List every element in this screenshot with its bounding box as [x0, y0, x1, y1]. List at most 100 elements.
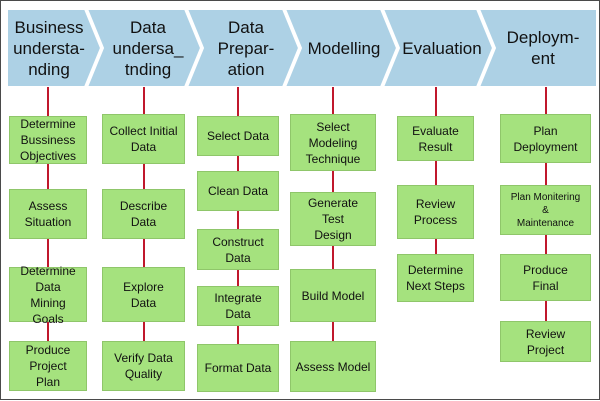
- task-label-line: Clean Data: [207, 184, 269, 198]
- task-label-line: Select Data: [206, 129, 270, 143]
- phase-title-line: ent: [531, 49, 555, 68]
- phase-title-line: Prepar-: [217, 38, 275, 58]
- task-label-line: Objectives: [19, 149, 77, 163]
- phase-title-line: ation: [227, 59, 265, 79]
- task-label-line: Modeling: [308, 135, 358, 150]
- task-box-clean-data: Clean Data: [197, 171, 279, 211]
- task-label-line: Determine: [20, 263, 76, 278]
- task-label-line: &: [542, 204, 549, 216]
- task-label-line: Deployment: [513, 139, 578, 154]
- phase-title-line: Data: [228, 17, 264, 37]
- phase-title-line: nding: [28, 59, 70, 79]
- phase-title-line: Evaluation: [402, 38, 482, 58]
- task-box-assess-model: Assess Model: [290, 341, 376, 392]
- phase-chevron-deploym-ent: [477, 8, 598, 88]
- task-box-build-model: Build Model: [290, 269, 376, 322]
- task-box-plan-monitering-maintenance: Plan Monitering&Maintenance: [500, 185, 591, 235]
- task-label-line: Project: [29, 359, 67, 373]
- task-label-line: Data: [130, 215, 157, 229]
- phase-connector-line: [435, 87, 437, 254]
- task-box-select-data: Select Data: [197, 116, 279, 156]
- phase-chevron-data-prepar-ation: [185, 8, 301, 88]
- task-label-line: Plan: [35, 375, 60, 389]
- task-label-line: Process: [413, 213, 458, 227]
- phase-title-line: tnding: [124, 59, 172, 79]
- task-label-line: Verify Data: [114, 351, 173, 365]
- task-label-line: Bussiness: [20, 133, 76, 147]
- task-label-line: Mining Goals: [30, 295, 66, 326]
- task-label-line: Review: [525, 326, 566, 341]
- task-label-line: Plan: [533, 123, 558, 138]
- phase-title-deploym-ent: Deploym-ent: [495, 9, 591, 87]
- task-label-line: Maintenance: [516, 217, 575, 229]
- phase-title-line: Business: [14, 17, 84, 37]
- phase-chevron-evaluation: [381, 8, 495, 88]
- task-box-format-data: Format Data: [197, 344, 279, 392]
- task-label-line: Project: [526, 342, 565, 357]
- task-label-line: Data: [225, 307, 251, 321]
- task-label-line: Evaluate: [412, 123, 459, 138]
- task-label-line: Design: [314, 228, 352, 242]
- task-label-line: Generate: [307, 196, 359, 210]
- task-label-line: Construct: [212, 234, 264, 249]
- phase-title-line: Deploym-: [506, 28, 580, 47]
- task-label-line: Build Model: [301, 288, 365, 303]
- task-label-line: Describe: [119, 199, 168, 213]
- task-label-line: Collect Initial: [109, 124, 178, 138]
- task-label-line: Explore: [123, 279, 164, 294]
- phase-connector-line: [237, 87, 239, 344]
- phase-title-line: Data: [130, 17, 166, 37]
- task-label-line: Produce: [523, 262, 568, 277]
- phase-title-line: undersa_: [112, 38, 184, 58]
- task-label-line: Situation: [24, 215, 72, 229]
- phase-chevron-data-undersa-tnding: [85, 8, 203, 88]
- task-label-line: Assess Model: [295, 359, 371, 374]
- task-label-line: Select: [316, 119, 350, 134]
- task-label-line: Plan Monitering: [510, 191, 581, 203]
- phase-chevron-business-understa-nding: [6, 8, 103, 88]
- task-label-line: Quality: [124, 367, 163, 381]
- phase-title-line: understa-: [13, 38, 85, 58]
- phase-chevron-modelling: [283, 8, 399, 88]
- task-label-line: Determine: [407, 263, 464, 277]
- task-label-line: Data: [225, 250, 251, 265]
- task-label-line: Technique: [305, 151, 361, 166]
- task-label-line: Assess: [28, 199, 68, 213]
- task-label-line: Integrate: [214, 291, 262, 305]
- task-label-line: Result: [418, 139, 453, 154]
- task-label-line: Produce: [25, 343, 71, 357]
- task-label-line: Data: [130, 140, 157, 154]
- task-label-line: Final: [532, 278, 559, 293]
- task-label-line: Format Data: [204, 361, 272, 375]
- task-label-line: Determine: [20, 117, 76, 131]
- task-label-line: Next Steps: [406, 279, 465, 293]
- phase-title-line: Modelling: [307, 38, 381, 58]
- phase-title-modelling: Modelling: [296, 9, 392, 87]
- task-label-line: Review: [415, 197, 456, 211]
- phase-title-evaluation: Evaluation: [394, 9, 490, 87]
- task-label-line: Data: [35, 279, 61, 294]
